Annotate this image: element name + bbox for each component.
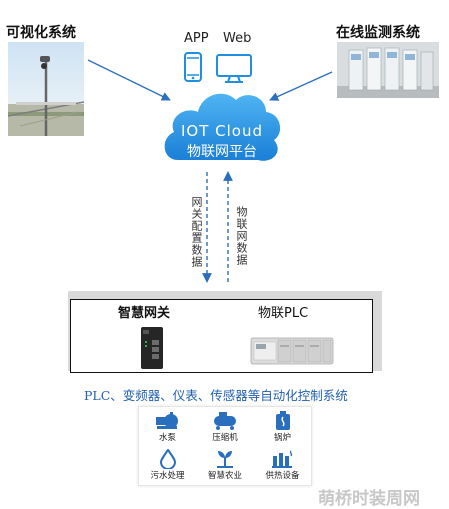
gateway-config-label: 网关配置数据 xyxy=(190,196,203,268)
scenario-label-boiler: 锅炉 xyxy=(273,433,291,443)
pump-icon xyxy=(155,412,178,429)
visualization-system-label: 可视化系统 xyxy=(6,25,76,41)
scenario-label-heating: 供热设备 xyxy=(265,471,300,481)
plc-device-icon xyxy=(250,337,334,365)
agriculture-icon xyxy=(217,451,233,468)
watermark-text: 萌桥时装周网 xyxy=(318,489,420,509)
surveillance-photo xyxy=(8,42,84,136)
web-label: Web xyxy=(223,31,252,46)
boiler-icon xyxy=(275,411,290,430)
monitoring-cabinets-photo xyxy=(337,42,439,98)
scenario-compressor: 压缩机 xyxy=(196,411,254,443)
cloud-subtitle: 物联网平台 xyxy=(187,144,257,160)
iot-plc-label: 物联PLC xyxy=(258,306,309,321)
cloud-shape xyxy=(164,93,281,161)
scenario-sewage: 污水处理 xyxy=(139,449,196,481)
monitor-icon xyxy=(216,54,252,83)
cloud-title: IOT Cloud xyxy=(180,122,263,140)
scenario-panel: 水泵 压缩机 锅炉 污水处理 智慧农业 xyxy=(138,406,312,486)
online-monitoring-label: 在线监测系统 xyxy=(336,25,420,41)
automation-systems-text: PLC、变频器、仪表、传感器等自动化控制系统 xyxy=(84,388,348,403)
scenario-label-pump: 水泵 xyxy=(158,433,176,443)
scenario-boiler: 锅炉 xyxy=(254,411,311,443)
scenario-agriculture: 智慧农业 xyxy=(196,449,254,481)
phone-icon xyxy=(184,52,202,82)
app-label: APP xyxy=(184,31,209,46)
water-drop-icon xyxy=(159,449,176,469)
heating-icon xyxy=(271,450,292,468)
scenario-label-sewage: 污水处理 xyxy=(150,471,185,481)
smart-gateway-label: 智慧网关 xyxy=(118,306,171,321)
compressor-icon xyxy=(214,412,236,430)
scenario-pump: 水泵 xyxy=(139,411,196,443)
scenario-label-compressor: 压缩机 xyxy=(212,433,238,443)
scenario-heating: 供热设备 xyxy=(254,449,311,481)
iot-data-label: 物联网数据 xyxy=(235,206,248,266)
gateway-device-icon xyxy=(141,327,163,369)
scenario-label-agriculture: 智慧农业 xyxy=(207,471,242,481)
